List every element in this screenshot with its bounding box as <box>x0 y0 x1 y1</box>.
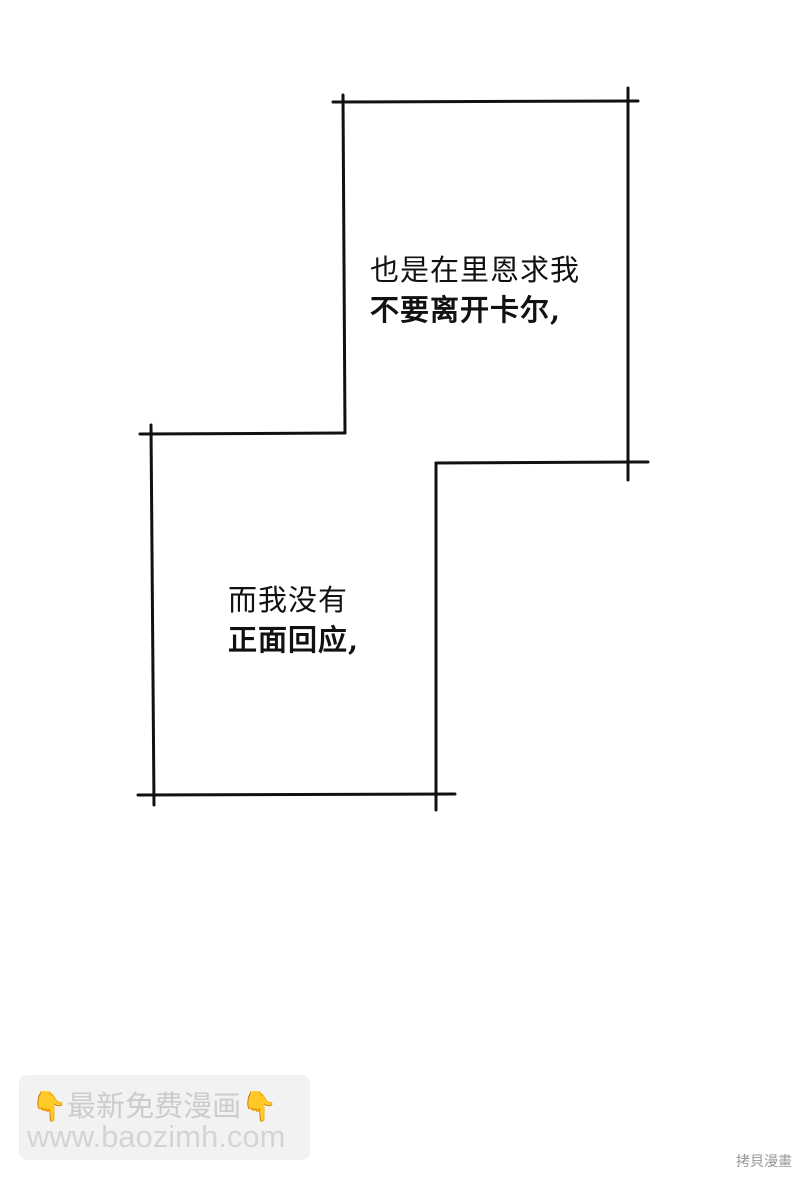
panel-border-left <box>149 423 156 807</box>
caption-2-line-1: 而我没有 <box>228 583 349 617</box>
caption-2-line-2: 正面回应, <box>228 623 360 657</box>
panel-border-top <box>331 99 640 104</box>
panel-border-bottom <box>136 792 457 797</box>
caption-1-line-1: 也是在里恩求我 <box>370 253 581 287</box>
site-watermark: 👇最新免费漫画👇 www.baozimh.com <box>19 1075 310 1160</box>
watermark-title: 👇最新免费漫画👇 <box>31 1089 278 1123</box>
watermark-url: www.baozimh.com <box>27 1119 286 1154</box>
caption-1-line-2: 不要离开卡尔, <box>370 293 562 327</box>
panel-border-step-bottom <box>434 460 650 465</box>
pointing-down-icon: 👇 <box>241 1089 278 1123</box>
corner-watermark: 拷貝漫畫 <box>736 1154 792 1170</box>
panel-border-upper-left <box>341 93 347 435</box>
panel-border-step-top <box>138 431 347 436</box>
pointing-down-icon: 👇 <box>31 1089 68 1123</box>
